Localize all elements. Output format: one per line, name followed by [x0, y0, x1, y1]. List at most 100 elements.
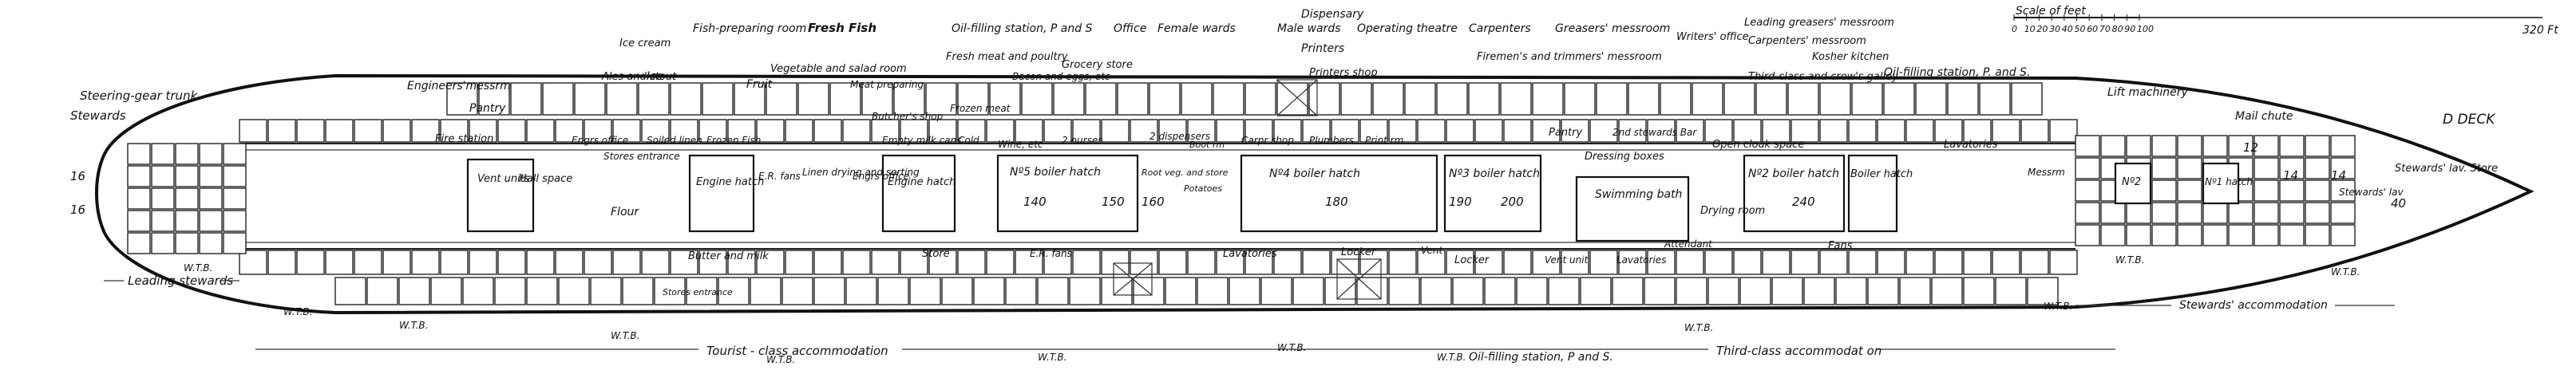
cabin — [727, 250, 756, 275]
label-potatoes: Potatoes — [1184, 183, 1222, 194]
cabin — [1548, 277, 1580, 305]
label-engine-hatch-fwd: Engine hatch — [888, 176, 956, 188]
label-vegetable-salad: Vegetable and salad room — [770, 63, 907, 75]
cabin — [478, 82, 510, 116]
cabin — [2049, 119, 2078, 143]
cabin — [1899, 277, 1931, 305]
cabin — [2202, 135, 2228, 157]
cabin — [584, 119, 612, 143]
label-printers: Printers — [1301, 42, 1344, 55]
scale-tick-label: 70 — [2099, 24, 2111, 34]
cabin — [2254, 135, 2279, 157]
cabin — [1324, 277, 1356, 305]
wtb-label-6: W.T.B. — [1038, 352, 1066, 363]
scale-end-label: 320 Ft — [2523, 24, 2558, 37]
label-tourist-class-accommodation: Tourist - class accommodation — [706, 344, 888, 358]
cabin — [698, 119, 727, 143]
cabin — [2100, 224, 2126, 246]
wtb-label-7: W.T.B. — [1277, 342, 1306, 353]
cabin — [718, 277, 750, 305]
cabin — [638, 82, 670, 116]
label-er-fans: E.R. fans — [758, 171, 801, 182]
cabin — [2305, 179, 2330, 202]
cabin — [957, 250, 986, 275]
cabin — [1043, 119, 1072, 143]
cabin — [2177, 179, 2202, 202]
cabin — [1704, 119, 1733, 143]
label-greasers-messroom: Greasers' messroom — [1555, 22, 1670, 35]
cabin — [1733, 250, 1762, 275]
cabin — [622, 277, 654, 305]
cabin — [785, 119, 813, 143]
cabin — [584, 250, 612, 275]
wtb-label-9: W.T.B. — [1684, 322, 1713, 333]
label-ales-and-stout: Ales and stout — [601, 71, 677, 83]
label-fresh-meat: Fresh meat and poultry — [946, 51, 1068, 63]
cabin — [151, 165, 175, 187]
frame-number: 40 — [2391, 196, 2406, 211]
label-cold: Cold — [958, 135, 979, 146]
frame-number: 14 — [2331, 168, 2346, 183]
cabin — [1340, 82, 1372, 116]
cabin — [151, 232, 175, 254]
frame-number: 240 — [1792, 195, 1815, 209]
cabin — [526, 119, 555, 143]
cabin — [670, 119, 698, 143]
cabin — [1302, 119, 1331, 143]
hatches — [466, 154, 2240, 242]
label-carpenters-messroom: Carpenters' messroom — [1748, 35, 1866, 47]
cabin — [462, 277, 494, 305]
label-frozen-fish: Frozen Fish — [706, 135, 761, 146]
cabin — [2075, 202, 2100, 224]
cabin — [1117, 82, 1149, 116]
cabin — [957, 82, 989, 116]
label-boiler-hatch-2: Nº2 boiler hatch — [1748, 167, 1839, 180]
cabin — [239, 250, 267, 275]
label-drying-room: Drying room — [1700, 205, 1765, 217]
deck-name: D DECK — [2443, 112, 2496, 128]
cabin — [1791, 119, 1819, 143]
cabin — [1165, 277, 1197, 305]
label-stewards-accommodation: Stewards' accommodation — [2179, 299, 2328, 312]
cabin — [1660, 82, 1692, 116]
cabin — [1446, 119, 1474, 143]
cabin — [1446, 250, 1474, 275]
wtb-label-10: W.T.B. — [2044, 301, 2072, 312]
cabin — [1302, 250, 1331, 275]
cabin — [1021, 82, 1053, 116]
cabin — [2279, 135, 2305, 157]
cabin — [641, 119, 670, 143]
cabin — [469, 250, 497, 275]
cabin — [1771, 277, 1803, 305]
cabin — [1388, 250, 1417, 275]
cabin — [1037, 277, 1069, 305]
frame-number: 16 — [70, 203, 85, 217]
cabin — [223, 232, 247, 254]
cabin — [654, 277, 686, 305]
cabin — [2020, 119, 2049, 143]
cabin — [296, 119, 325, 143]
label-meat-preparing: Meat preparing — [850, 79, 924, 90]
cabin — [199, 187, 223, 210]
cabin — [1644, 277, 1676, 305]
cabin — [1101, 277, 1133, 305]
cabin — [1851, 82, 1883, 116]
label-engine-hatch-aft: Engine hatch — [696, 176, 764, 188]
cabin — [2177, 202, 2202, 224]
room-labels: Steering-gear trunk Stewards Leading ste… — [70, 8, 2498, 364]
cabin — [2330, 135, 2356, 157]
cabin — [223, 187, 247, 210]
cabin — [641, 250, 670, 275]
frame-number: 140 — [1023, 195, 1047, 209]
wtb-label-4: W.T.B. — [611, 330, 639, 341]
cabin — [354, 119, 382, 143]
wtb-label-3: W.T.B. — [399, 320, 428, 331]
label-dispensary: Dispensary — [1301, 8, 1364, 21]
boiler-hatch — [1847, 154, 1898, 233]
cabin — [1676, 277, 1707, 305]
label-locker-1: Locker — [1341, 246, 1377, 258]
label-stewards-bar: 2nd stewards Bar — [1612, 127, 1697, 138]
label-stewards-lav: Stewards' lav — [2339, 187, 2404, 198]
cabin — [1181, 82, 1213, 116]
